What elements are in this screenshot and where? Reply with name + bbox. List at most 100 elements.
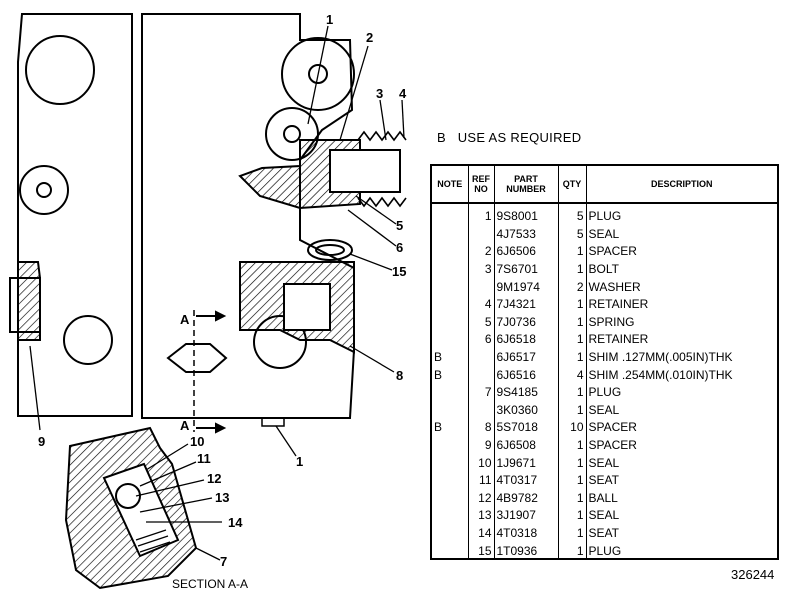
ref-cell: 15 (468, 542, 495, 560)
note-cell (432, 542, 469, 560)
callout-1-bottom: 1 (296, 454, 303, 469)
left-housing-bolt-mid (19, 165, 69, 215)
part-number-cell: 9S4185 (494, 383, 559, 402)
callout-14: 14 (228, 515, 243, 530)
ref-cell: 11 (468, 471, 495, 490)
ref-cell: 6 (468, 331, 495, 349)
part-number-cell: 6J6516 (494, 366, 559, 384)
part-number-cell: 4T0318 (494, 524, 559, 543)
ref-cell (468, 401, 495, 420)
qty-cell: 1 (558, 524, 587, 543)
qty-cell: 1 (558, 295, 587, 314)
part-number-cell: 1J9671 (494, 454, 559, 472)
note-cell (432, 260, 469, 279)
ref-cell: 5 (468, 313, 495, 332)
qty-cell: 1 (558, 348, 587, 367)
note-cell (432, 383, 469, 402)
exploded-parts-diagram: 1 2 3 4 5 6 15 8 1 9 10 11 12 13 14 7 A … (9, 12, 407, 591)
qty-cell: 1 (558, 313, 587, 332)
note-cell (432, 331, 469, 349)
right-housing-boss-mid (265, 107, 319, 161)
qty-cell: 1 (558, 383, 587, 402)
ref-cell: 9 (468, 436, 495, 455)
description-cell: SPACER (588, 420, 637, 435)
note-cell (432, 243, 469, 261)
callout-4: 4 (399, 86, 407, 101)
hex-plug (166, 343, 228, 373)
description-cell: BALL (588, 490, 618, 505)
part-number-cell: 7J0736 (494, 313, 559, 332)
note-cell (432, 295, 469, 314)
note-cell (432, 401, 469, 420)
header-note: NOTE (432, 166, 469, 204)
callout-15: 15 (392, 264, 406, 279)
check-ball (115, 483, 141, 509)
ref-cell: 8 (468, 419, 495, 437)
table-header-row: NOTE REF NO PART NUMBER QTY DESCRIPTION (432, 166, 777, 204)
valve-spool (329, 149, 401, 193)
section-aa-label: SECTION A-A (172, 577, 248, 591)
part-number-cell: 6J6517 (494, 348, 559, 367)
callout-2: 2 (366, 30, 373, 45)
part-number-cell: 7J4321 (494, 295, 559, 314)
callout-11: 11 (197, 451, 211, 466)
ref-cell: 14 (468, 524, 495, 543)
part-number-cell: 6J6518 (494, 331, 559, 349)
header-part-number: PART NUMBER (494, 166, 559, 204)
header-qty: QTY (558, 166, 587, 204)
ref-cell: 2 (468, 243, 495, 261)
part-number-cell: 4T0317 (494, 471, 559, 490)
part-number-cell: 6J6506 (494, 243, 559, 261)
note-cell (432, 225, 469, 244)
qty-cell: 1 (558, 471, 587, 490)
description-cell: RETAINER (588, 297, 649, 312)
qty-cell: 1 (558, 507, 587, 525)
ref-cell: 7 (468, 383, 495, 402)
note-cell (432, 278, 469, 296)
part-number-cell: 3K0360 (494, 401, 559, 420)
part-number-cell: 1T0936 (494, 542, 559, 560)
part-number-cell: 4J7533 (494, 225, 559, 244)
ref-cell (468, 278, 495, 296)
left-housing-boss-top (25, 35, 95, 105)
qty-cell: 5 (558, 203, 587, 226)
note-cell (432, 203, 469, 226)
description-cell: PLUG (588, 385, 622, 400)
description-cell: SPRING (588, 314, 635, 329)
usage-note: B USE AS REQUIRED (437, 130, 581, 145)
note-cell: B (432, 348, 469, 367)
qty-cell: 1 (558, 331, 587, 349)
qty-cell: 2 (558, 278, 587, 296)
qty-cell: 1 (558, 542, 587, 560)
callout-9: 9 (38, 434, 45, 449)
drawing-number: 326244 (731, 567, 775, 582)
bottom-plug (261, 417, 285, 427)
note-cell (432, 489, 469, 508)
callout-7: 7 (220, 554, 227, 569)
note-cell (432, 471, 469, 490)
header-description: DESCRIPTION (586, 166, 777, 204)
part-number-cell: 7S6701 (494, 260, 559, 279)
callout-3: 3 (376, 86, 383, 101)
ref-cell (468, 348, 495, 367)
description-cell: SHIM .254MM(.010IN)THK (588, 367, 733, 382)
description-cell: SEAT (588, 473, 619, 488)
callout-13: 13 (215, 490, 229, 505)
right-housing (141, 13, 355, 419)
right-housing-boss-top (281, 37, 355, 111)
parts-list-table: NOTE REF NO PART NUMBER QTY DESCRIPTION … (430, 164, 779, 560)
usage-note-code: B (437, 130, 446, 145)
description-cell: PLUG (588, 209, 622, 224)
plug-15 (307, 239, 353, 261)
